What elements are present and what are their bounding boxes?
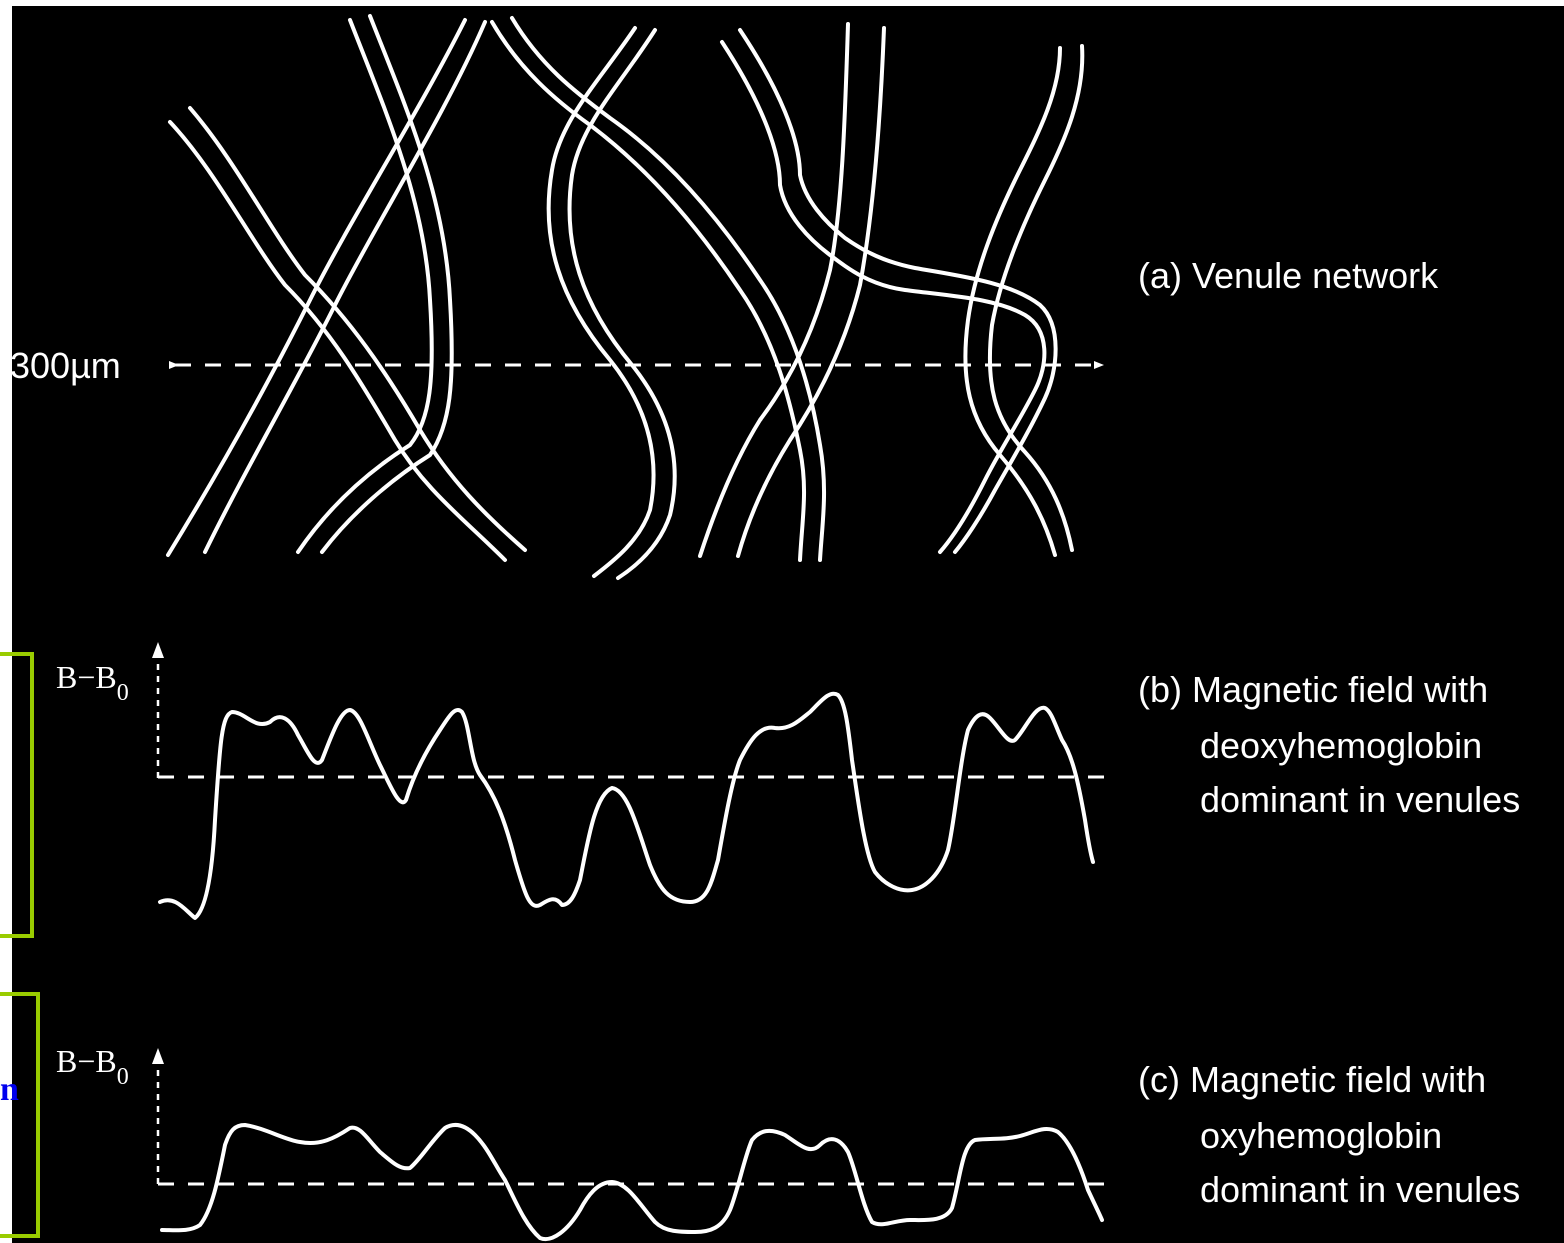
panel-b-axis-label-sub: 0 [117,680,129,706]
panel-c-caption-line2: oxyhemoglobin [1200,1115,1442,1156]
edge-fragment-text: n [0,1071,19,1108]
figure-background [12,6,1564,1243]
panel-a-caption: (a) Venule network [1138,255,1439,296]
panel-b-caption-line3: dominant in venules [1200,779,1520,820]
panel-c-caption-line3: dominant in venules [1200,1169,1520,1210]
panel-c-axis-label-main: B−B [56,1043,117,1079]
panel-c-axis-label-sub: 0 [117,1064,129,1090]
panel-c-caption-line1: (c) Magnetic field with [1138,1059,1486,1100]
panel-b-caption-line1: (b) Magnetic field with [1138,669,1488,710]
panel-b-caption-line2: deoxyhemoglobin [1200,725,1482,766]
scale-bar-label: 300µm [10,345,121,386]
panel-b-axis-label-main: B−B [56,659,117,695]
